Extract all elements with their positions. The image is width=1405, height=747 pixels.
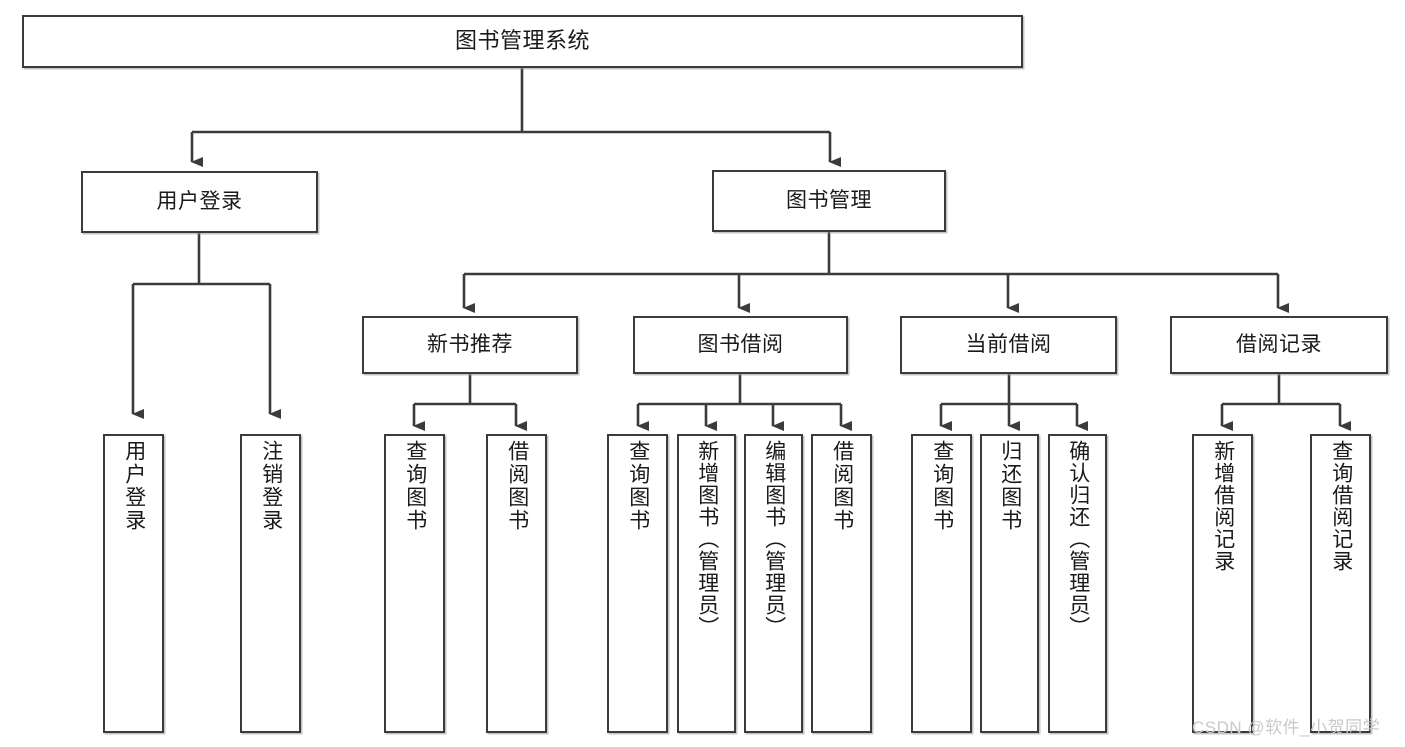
leaf-book-borrow-edit-book-admin[interactable]: 编辑图书（管理员）: [744, 434, 803, 733]
node-label: 用户登录: [122, 440, 146, 532]
leaf-book-borrow-borrow-book[interactable]: 借阅图书: [811, 434, 872, 733]
node-label: 注销登录: [259, 440, 283, 532]
node-label: 查询图书: [403, 440, 427, 532]
node-label: 查询图书: [626, 440, 650, 532]
leaf-user-login-login[interactable]: 用户登录: [103, 434, 164, 733]
node-label: 借阅图书: [505, 440, 529, 532]
node-book-borrow[interactable]: 图书借阅: [633, 316, 848, 374]
node-user-login[interactable]: 用户登录: [81, 171, 318, 233]
node-label: 归还图书: [998, 440, 1022, 532]
node-book-management[interactable]: 图书管理: [712, 170, 946, 232]
leaf-current-borrow-query-book[interactable]: 查询图书: [911, 434, 972, 733]
node-label: 图书管理: [786, 189, 872, 213]
node-label: 用户登录: [156, 190, 243, 214]
csdn-watermark: CSDN @软件_小贺同学: [1192, 718, 1381, 737]
node-label: 编辑图书（管理员）: [762, 440, 786, 638]
leaf-borrow-record-add-record[interactable]: 新增借阅记录: [1192, 434, 1253, 733]
leaf-current-borrow-return-book[interactable]: 归还图书: [980, 434, 1039, 733]
node-label: 新书推荐: [427, 333, 513, 357]
node-label: 图书管理系统: [454, 28, 590, 54]
leaf-user-login-logout[interactable]: 注销登录: [240, 434, 301, 733]
leaf-book-borrow-query-book[interactable]: 查询图书: [607, 434, 668, 733]
leaf-new-book-borrow-book[interactable]: 借阅图书: [486, 434, 547, 733]
node-label: 查询借阅记录: [1329, 440, 1353, 572]
node-label: 图书借阅: [697, 333, 784, 357]
leaf-current-borrow-confirm-return-admin[interactable]: 确认归还（管理员）: [1048, 434, 1107, 733]
node-label: 新增借阅记录: [1211, 440, 1235, 572]
node-label: 新增图书（管理员）: [695, 440, 719, 638]
node-new-book-recommend[interactable]: 新书推荐: [362, 316, 578, 374]
node-current-borrow[interactable]: 当前借阅: [900, 316, 1117, 374]
node-label: 借阅记录: [1236, 333, 1322, 357]
node-label: 确认归还（管理员）: [1066, 440, 1090, 638]
leaf-new-book-query-book[interactable]: 查询图书: [384, 434, 445, 733]
node-label: 借阅图书: [830, 440, 854, 532]
node-root-system[interactable]: 图书管理系统: [22, 15, 1023, 68]
leaf-borrow-record-query-record[interactable]: 查询借阅记录: [1310, 434, 1371, 733]
node-label: 当前借阅: [965, 333, 1052, 357]
node-label: 查询图书: [930, 440, 954, 532]
node-borrow-record[interactable]: 借阅记录: [1170, 316, 1388, 374]
leaf-book-borrow-add-book-admin[interactable]: 新增图书（管理员）: [677, 434, 736, 733]
